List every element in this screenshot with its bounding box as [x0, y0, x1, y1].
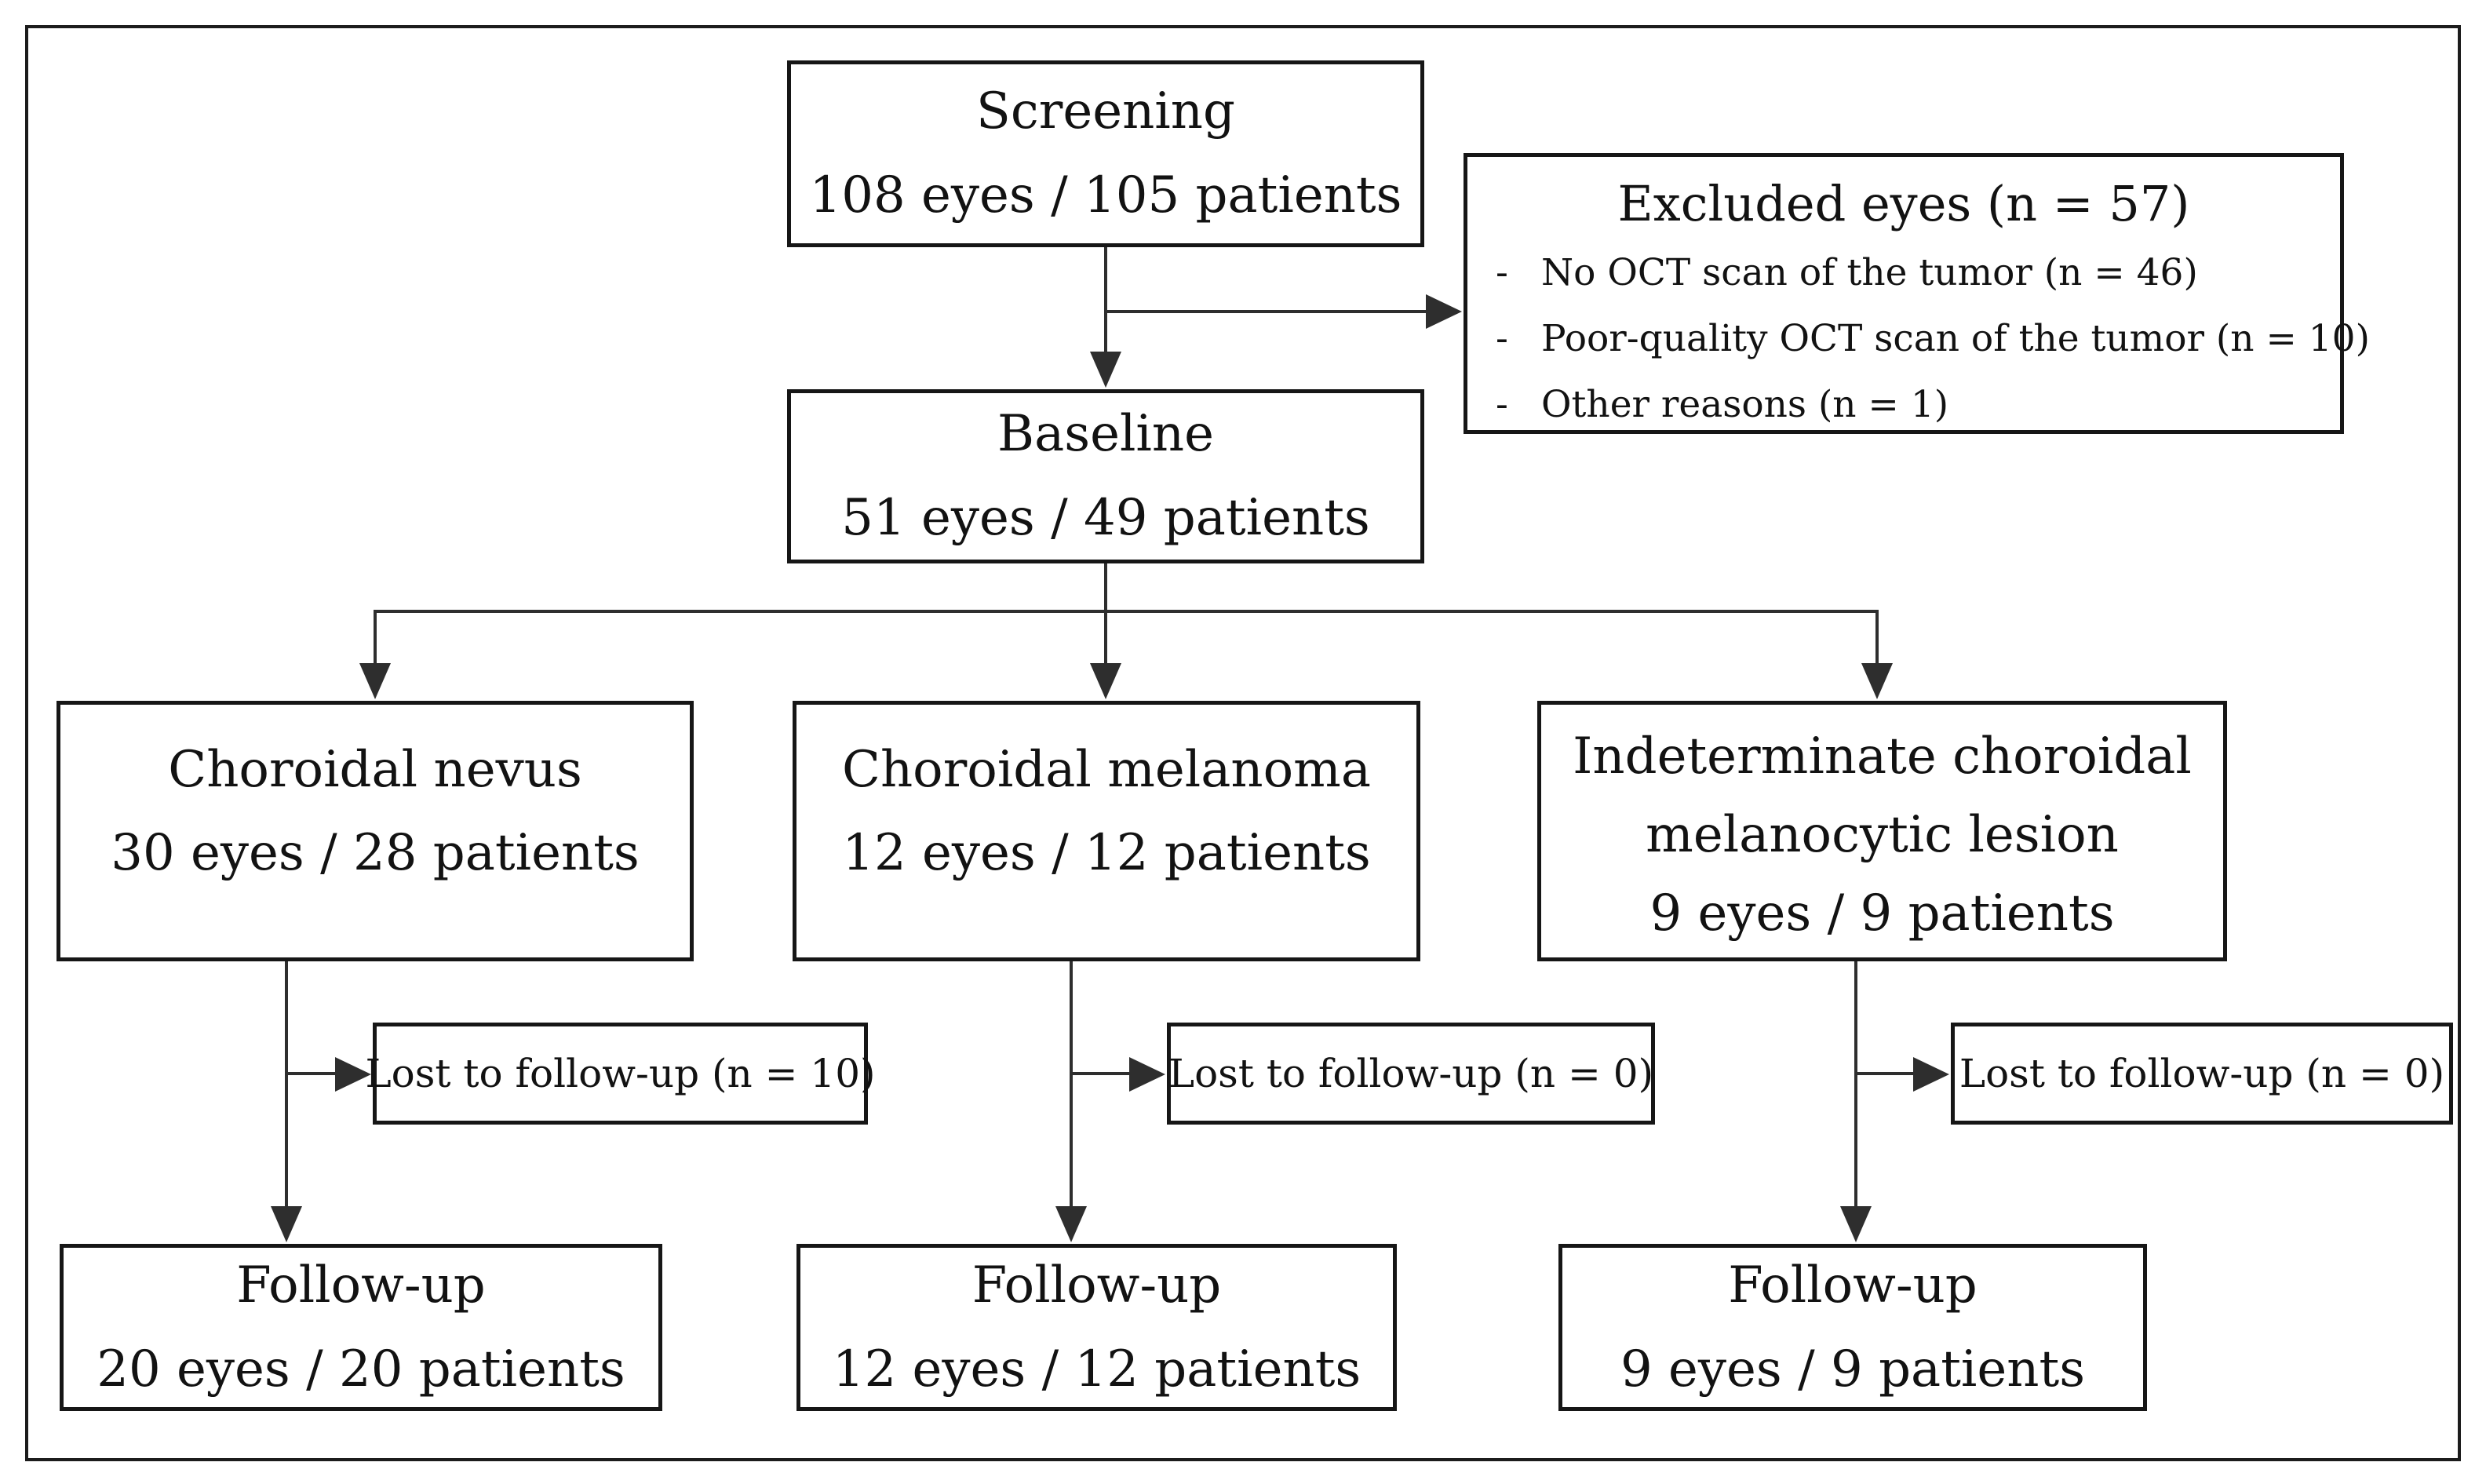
- choroidal-nevus-box: Choroidal nevus 30 eyes / 28 patients: [56, 701, 694, 961]
- melanoma-title: Choroidal melanoma: [841, 741, 1372, 799]
- followup-nevus-title: Follow-up: [236, 1256, 486, 1314]
- followup-melanoma-title: Follow-up: [971, 1256, 1222, 1314]
- excluded-item: - Poor-quality OCT scan of the tumor (n …: [1467, 306, 2370, 372]
- arrow-indeterminate-to-followup: [1840, 961, 1872, 1242]
- lost-to-followup-melanoma-box: Lost to follow-up (n = 0): [1167, 1023, 1655, 1125]
- lost-to-followup-indeterminate-box: Lost to follow-up (n = 0): [1951, 1023, 2453, 1125]
- followup-indeterminate-box: Follow-up 9 eyes / 9 patients: [1558, 1244, 2147, 1411]
- arrow-branch-to-melanoma: [1090, 611, 1121, 699]
- bullet-dash: -: [1496, 251, 1508, 294]
- excluded-item-label: Other reasons (n = 1): [1541, 383, 1949, 426]
- followup-indeterminate-title: Follow-up: [1728, 1256, 1978, 1314]
- arrow-melanoma-to-followup: [1055, 961, 1087, 1242]
- arrow-branch-to-indeterminate: [1861, 610, 1893, 699]
- nevus-count: 30 eyes / 28 patients: [111, 824, 640, 882]
- excluded-item-label: No OCT scan of the tumor (n = 46): [1541, 251, 2198, 294]
- indeterminate-title: Indeterminate choroidal melanocytic lesi…: [1573, 727, 2192, 864]
- lost-nevus-label: Lost to follow-up (n = 10): [365, 1051, 876, 1096]
- followup-indeterminate-count: 9 eyes / 9 patients: [1620, 1340, 2086, 1398]
- lost-indeterminate-label: Lost to follow-up (n = 0): [1959, 1051, 2445, 1096]
- followup-nevus-count: 20 eyes / 20 patients: [97, 1340, 625, 1398]
- indeterminate-count: 9 eyes / 9 patients: [1649, 884, 2115, 943]
- lost-to-followup-nevus-box: Lost to follow-up (n = 10): [365, 1023, 876, 1125]
- arrow-screening-to-baseline: [1090, 247, 1121, 388]
- screening-box: Screening 108 eyes / 105 patients: [787, 60, 1424, 247]
- melanoma-count: 12 eyes / 12 patients: [842, 824, 1371, 882]
- screening-count: 108 eyes / 105 patients: [809, 166, 1402, 224]
- bullet-dash: -: [1496, 383, 1508, 426]
- arrow-screening-to-excluded: [1106, 294, 1462, 329]
- excluded-item: - No OCT scan of the tumor (n = 46): [1467, 240, 2340, 306]
- baseline-branch-lines: [374, 563, 1879, 613]
- excluded-title: Excluded eyes (n = 57): [1617, 175, 2190, 232]
- excluded-item-label: Poor-quality OCT scan of the tumor (n = …: [1541, 317, 2370, 360]
- arrow-indeterminate-to-lost: [1856, 1057, 1949, 1092]
- arrow-melanoma-to-lost: [1071, 1057, 1165, 1092]
- nevus-title: Choroidal nevus: [168, 741, 582, 799]
- screening-title: Screening: [976, 82, 1235, 140]
- figure-frame: [25, 25, 2461, 1461]
- baseline-box: Baseline 51 eyes / 49 patients: [787, 389, 1424, 563]
- followup-melanoma-box: Follow-up 12 eyes / 12 patients: [796, 1244, 1397, 1411]
- arrow-nevus-to-lost: [286, 1057, 371, 1092]
- excluded-item: - Other reasons (n = 1): [1467, 372, 2340, 438]
- baseline-count: 51 eyes / 49 patients: [841, 489, 1370, 547]
- choroidal-melanoma-box: Choroidal melanoma 12 eyes / 12 patients: [793, 701, 1420, 961]
- followup-melanoma-count: 12 eyes / 12 patients: [832, 1340, 1361, 1398]
- indeterminate-lesion-box: Indeterminate choroidal melanocytic lesi…: [1537, 701, 2227, 961]
- followup-nevus-box: Follow-up 20 eyes / 20 patients: [60, 1244, 662, 1411]
- arrow-nevus-to-followup: [271, 961, 302, 1242]
- bullet-dash: -: [1496, 317, 1508, 360]
- baseline-title: Baseline: [997, 405, 1214, 463]
- excluded-eyes-box: Excluded eyes (n = 57) - No OCT scan of …: [1464, 153, 2370, 434]
- lost-melanoma-label: Lost to follow-up (n = 0): [1168, 1051, 1654, 1096]
- arrow-branch-to-nevus: [359, 610, 391, 699]
